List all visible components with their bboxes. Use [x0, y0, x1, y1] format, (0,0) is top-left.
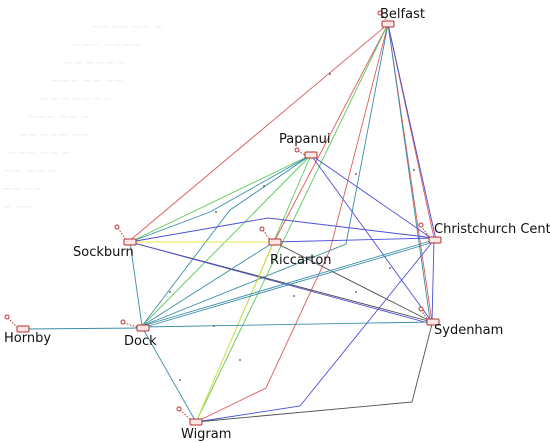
svg-text:~~ ~~~ ~~: ~~ ~~~ ~~ [40, 92, 112, 105]
node-wigram[interactable]: Wigram [176, 406, 231, 442]
edge-dock-wigram [141, 326, 197, 423]
svg-text:~~ ~~~ ~: ~~ ~~~ ~ [64, 56, 126, 69]
node-label-riccarton: Riccarton [270, 253, 332, 268]
edge-belfast-dock-teal [141, 23, 389, 327]
edge-belfast-wigram-red [195, 23, 389, 423]
node-sydenham[interactable]: Sydenham [418, 306, 503, 338]
edge-papanui-sockburn-teal [129, 154, 312, 243]
node-riccarton[interactable]: Riccarton [259, 226, 332, 268]
node-label-papanui: Papanui [279, 132, 331, 147]
node-dock[interactable]: Dock [120, 319, 157, 349]
edge-sydenham-wigram [195, 323, 433, 423]
edge-riccarton-sydenham [273, 241, 433, 323]
node-label-christchurch-central: Christchurch Central [434, 222, 550, 237]
edge-sockburn-christchurch [129, 217, 435, 243]
svg-text:~~~ ~~ ~: ~~~ ~~ ~ [8, 146, 70, 159]
edge-belfast-wigram-green [195, 23, 389, 423]
svg-text:~~~ ~~ ~: ~~~ ~~ ~ [28, 110, 90, 123]
node-label-wigram: Wigram [181, 427, 231, 442]
edge-christchurch-wigram [195, 239, 435, 423]
edge-christchurch-dock [141, 239, 435, 327]
edge-dock-sydenham [141, 321, 433, 328]
edge-riccarton-christchurch [273, 237, 435, 243]
svg-text:~~ ~~~ ~~: ~~ ~~~ ~~ [18, 128, 90, 141]
svg-text:~~ ~~ ~: ~~ ~~ ~ [4, 164, 57, 177]
svg-text:~~ ~~: ~~ ~~ [2, 182, 42, 195]
edge-riccarton-dock [141, 241, 275, 327]
edge-papanui-christchurch [310, 154, 435, 241]
edge-hornby-dock [23, 327, 143, 330]
edge-sockburn-sydenham-blue [129, 241, 433, 325]
edge-papanui-sydenham [310, 154, 433, 323]
edge-christchurch-sydenham [431, 239, 435, 323]
faint-background-marks: ~~~~ ~~ ~ ~~~ ~~~~ ~~ ~~~ ~ ~~~ ~~ ~~ ~~… [2, 20, 164, 213]
edge-papanui-dock [141, 154, 312, 327]
node-label-hornby: Hornby [4, 331, 51, 346]
edge-papanui-sockburn-green [129, 154, 312, 243]
edges [23, 23, 437, 423]
svg-text:~~~ ~~ ~~: ~~~ ~~ ~~ [52, 74, 124, 87]
svg-text:~ ~~: ~ ~~ [2, 200, 33, 213]
node-label-sockburn: Sockburn [73, 245, 134, 260]
edge-ticks [169, 73, 415, 381]
node-label-dock: Dock [124, 334, 157, 349]
edge-belfast-sydenham-teal [387, 23, 431, 321]
node-label-belfast: Belfast [380, 7, 425, 22]
edge-belfast-sockburn [127, 23, 389, 243]
edge-belfast-riccarton [273, 23, 389, 243]
node-christchurch-central[interactable]: Christchurch Central [418, 222, 550, 244]
node-papanui[interactable]: Papanui [279, 132, 331, 159]
node-label-sydenham: Sydenham [434, 323, 503, 338]
edge-riccarton-wigram [195, 241, 275, 423]
edge-christchurch-dock-2 [141, 241, 435, 329]
edge-belfast-christchurch-blue [387, 23, 437, 241]
svg-text:~~~~ ~~ ~: ~~~~ ~~ ~ [92, 20, 164, 33]
edge-papanui-dock-teal [141, 154, 312, 327]
edge-sockburn-dock [129, 241, 143, 327]
svg-text:~~~ ~~~~: ~~~ ~~~~ [72, 38, 140, 51]
node-belfast[interactable]: Belfast [377, 7, 425, 28]
node-sockburn[interactable]: Sockburn [73, 224, 137, 260]
node-hornby[interactable]: Hornby [4, 314, 51, 346]
